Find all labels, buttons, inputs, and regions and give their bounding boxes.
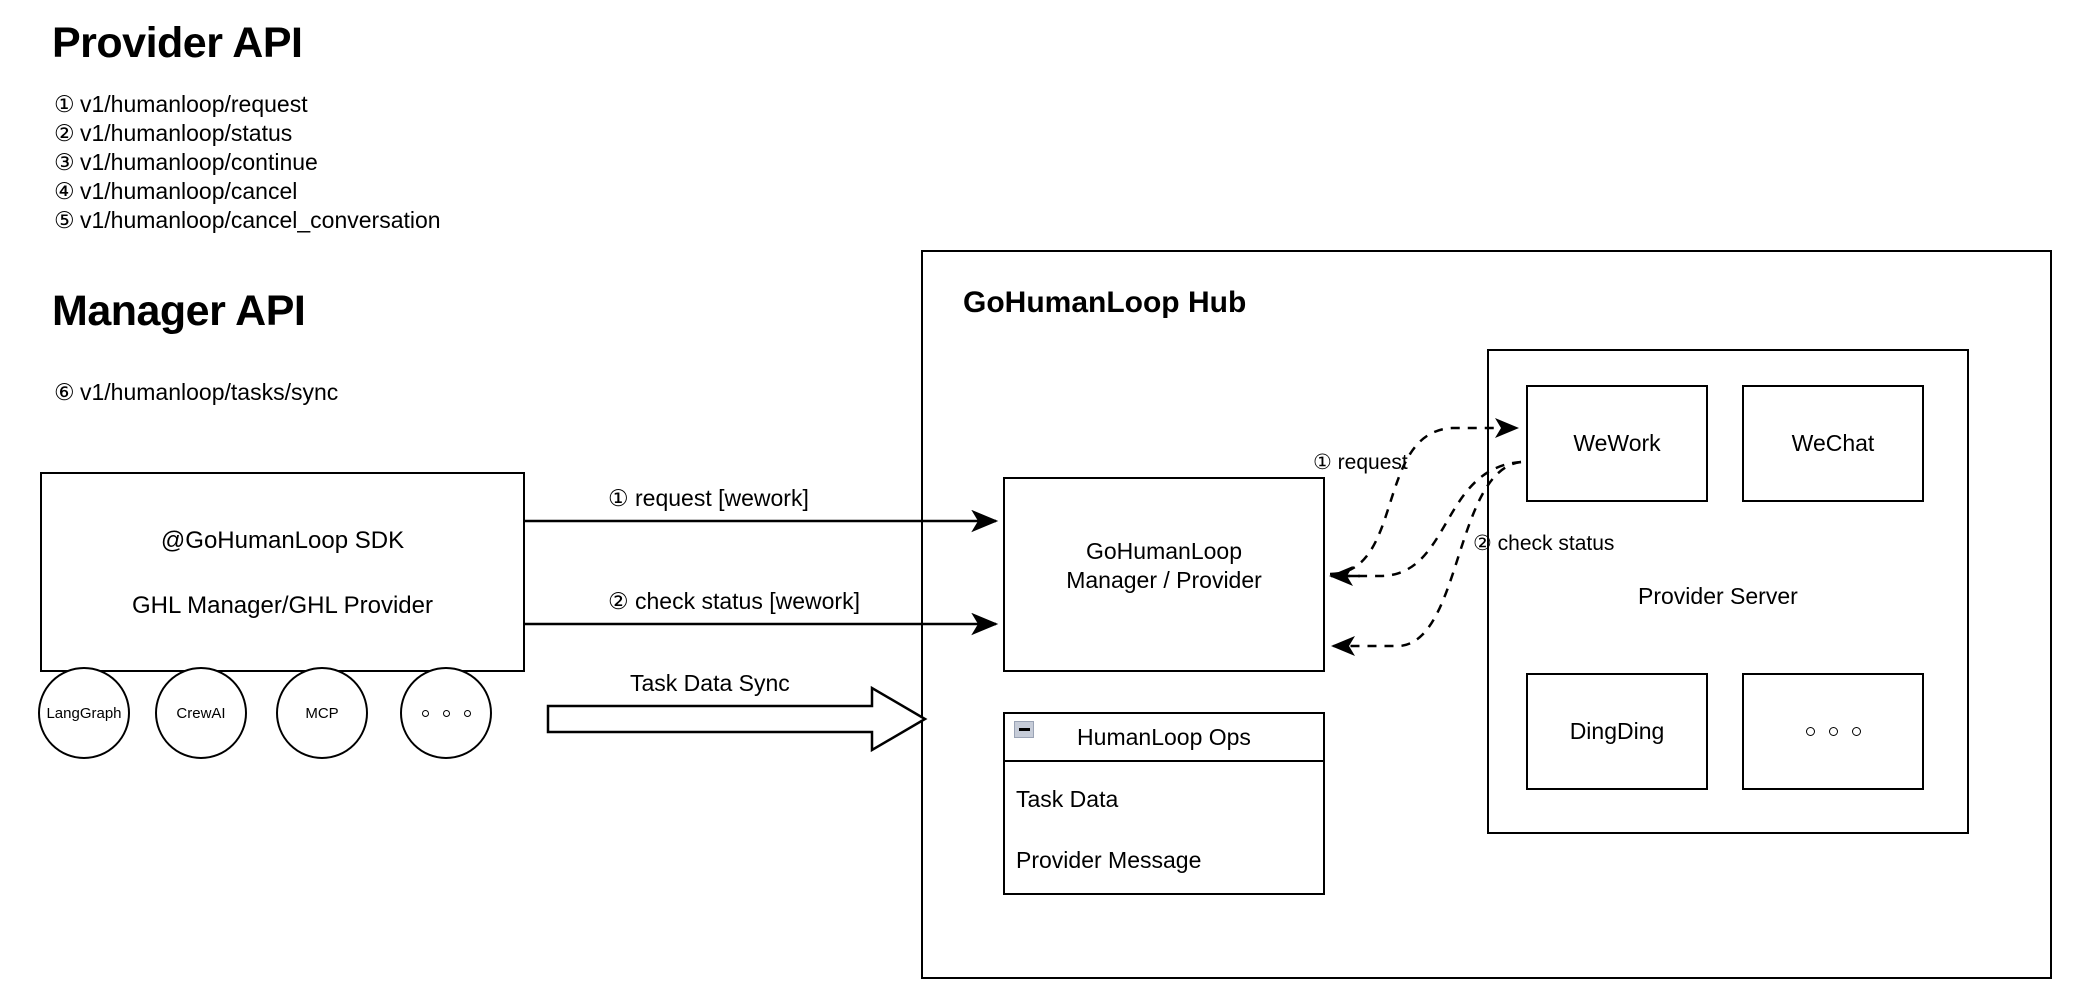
humanloop-ops-card[interactable]: HumanLoop Ops Task Data Provider Message <box>1003 712 1325 895</box>
edge-label-check-status: ② check status <box>1473 532 1615 555</box>
hub-title: GoHumanLoop Hub <box>963 286 1247 319</box>
endpoint-path: v1/humanloop/cancel <box>80 178 298 204</box>
ellipsis-icon <box>1805 727 1861 736</box>
integration-label: LangGraph <box>46 704 122 722</box>
ops-row-provider-message[interactable]: Provider Message <box>1016 847 1202 873</box>
integration-label: MCP <box>305 704 339 722</box>
ops-card-title: HumanLoop Ops <box>1077 723 1251 750</box>
provider-label: DingDing <box>1569 718 1665 744</box>
minus-icon[interactable] <box>1014 721 1034 738</box>
list-number: ② <box>54 120 75 146</box>
provider-wechat-box[interactable]: WeChat <box>1742 385 1924 502</box>
edge-label-request: ① request <box>1313 451 1408 474</box>
endpoint-path: v1/humanloop/continue <box>80 149 318 175</box>
manager-api-heading: Manager API <box>52 287 306 335</box>
integration-circle-crewai[interactable]: CrewAI <box>155 667 247 759</box>
edge-label-task-data-sync: Task Data Sync <box>630 670 790 696</box>
edge-label-check-status-wework: ② check status [wework] <box>608 588 860 614</box>
integration-circle-more[interactable] <box>400 667 492 759</box>
manager-line-2: Manager / Provider <box>1066 567 1262 593</box>
provider-label: WeChat <box>1791 430 1875 456</box>
endpoint-path: v1/humanloop/status <box>80 120 293 146</box>
provider-dingding-box[interactable]: DingDing <box>1526 673 1708 790</box>
endpoint-path: v1/humanloop/cancel_conversation <box>80 207 441 233</box>
ellipsis-icon <box>421 709 471 717</box>
provider-api-heading: Provider API <box>52 19 303 67</box>
sdk-title: @GoHumanLoop SDK <box>160 527 405 554</box>
integration-label: CrewAI <box>176 704 226 722</box>
ops-card-header[interactable]: HumanLoop Ops <box>1005 714 1323 762</box>
endpoint-path: v1/humanloop/tasks/sync <box>80 379 339 405</box>
integration-circle-langgraph[interactable]: LangGraph <box>38 667 130 759</box>
provider-label: WeWork <box>1573 430 1661 456</box>
list-number: ① <box>54 91 75 117</box>
manager-line-1: GoHumanLoop <box>1086 538 1242 564</box>
list-number: ④ <box>54 178 75 204</box>
edge-label-request-wework: ① request [wework] <box>608 485 809 511</box>
endpoint-path: v1/humanloop/request <box>80 91 308 117</box>
block-arrow-task-data-sync <box>546 685 928 753</box>
gohumanloop-manager-provider-box[interactable]: GoHumanLoop Manager / Provider <box>1003 477 1325 672</box>
list-number: ⑥ <box>54 379 75 405</box>
provider-more-box[interactable] <box>1742 673 1924 790</box>
provider-wework-box[interactable]: WeWork <box>1526 385 1708 502</box>
sdk-subtitle: GHL Manager/GHL Provider <box>131 592 433 619</box>
integration-circle-mcp[interactable]: MCP <box>276 667 368 759</box>
sdk-box[interactable]: @GoHumanLoop SDK GHL Manager/GHL Provide… <box>40 472 525 672</box>
provider-server-label: Provider Server <box>1638 583 1798 609</box>
list-number: ③ <box>54 149 75 175</box>
ops-row-task-data[interactable]: Task Data <box>1016 786 1119 812</box>
list-number: ⑤ <box>54 207 75 233</box>
